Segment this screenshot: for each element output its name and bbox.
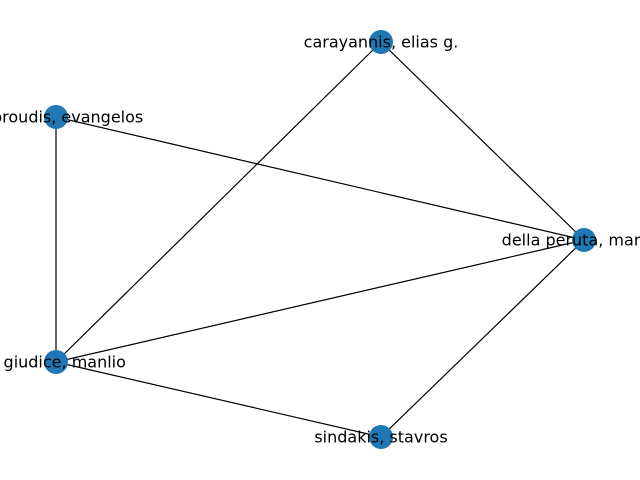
- node-label-carayannis: carayannis, elias g.: [304, 33, 459, 52]
- node-label-del_giudice: l giudice, manlio: [0, 353, 126, 372]
- node-del_giudice: [44, 350, 68, 374]
- edge-della_peruta-del_giudice: [55, 239, 585, 363]
- node-della_peruta: [572, 228, 596, 252]
- node-label-della_peruta: della peruta, maria r: [502, 231, 640, 250]
- node-label-sindakis: sindakis, stavros: [314, 428, 447, 447]
- edge-evangelos-della_peruta: [55, 116, 585, 241]
- edge-del_giudice-sindakis: [55, 361, 382, 438]
- node-carayannis: [369, 30, 393, 54]
- node-label-evangelos: broudis, evangelos: [0, 108, 143, 127]
- node-evangelos: [44, 105, 68, 129]
- node-sindakis: [369, 425, 393, 449]
- edges-layer: [55, 41, 585, 438]
- edge-carayannis-della_peruta: [380, 41, 585, 241]
- edge-carayannis-del_giudice: [55, 41, 382, 363]
- edge-della_peruta-sindakis: [380, 239, 585, 438]
- nodes-layer: carayannis, elias g. broudis, evangelos de…: [0, 30, 640, 449]
